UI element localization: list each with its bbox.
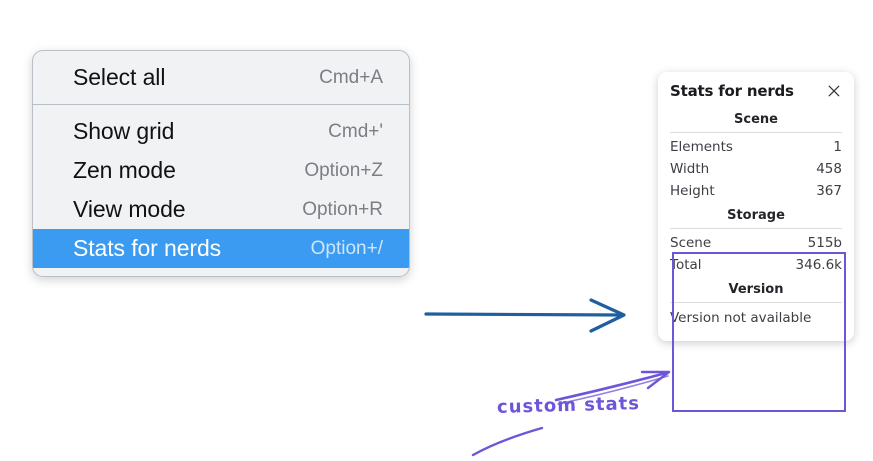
section-divider <box>670 302 842 303</box>
stat-row-storage-scene: Scene 515b <box>670 232 842 254</box>
menu-item-view-mode[interactable]: View mode Option+R <box>33 190 409 229</box>
blue-arrow-icon <box>424 298 626 333</box>
stat-value: 515b <box>807 235 842 251</box>
stat-row-height: Height 367 <box>670 180 842 202</box>
menu-group-2: Show grid Cmd+' Zen mode Option+Z View m… <box>33 112 409 268</box>
version-value: Version not available <box>670 310 812 326</box>
annotation-callout-text: custom stats <box>496 393 641 418</box>
panel-header: Stats for nerds <box>670 82 842 100</box>
menu-item-show-grid[interactable]: Show grid Cmd+' <box>33 112 409 151</box>
stat-row-storage-total: Total 346.6k <box>670 254 842 276</box>
stats-for-nerds-panel: Stats for nerds Scene Elements 1 Width 4… <box>658 72 854 341</box>
stat-label: Width <box>670 161 710 177</box>
menu-item-label: Select all <box>73 64 166 90</box>
menu-item-label: Show grid <box>73 118 175 144</box>
stat-row-elements: Elements 1 <box>670 136 842 158</box>
menu-item-label: View mode <box>73 196 186 222</box>
menu-item-shortcut: Option+/ <box>310 237 383 259</box>
section-heading-scene: Scene <box>734 112 778 127</box>
menu-item-shortcut: Cmd+' <box>328 120 383 142</box>
purple-underline-stroke <box>471 426 544 457</box>
section-divider <box>670 228 842 229</box>
stat-row-width: Width 458 <box>670 158 842 180</box>
context-menu[interactable]: Select all Cmd+A Show grid Cmd+' Zen mod… <box>32 50 410 277</box>
stat-label: Elements <box>670 139 733 155</box>
close-icon[interactable] <box>826 83 842 99</box>
section-divider <box>670 132 842 133</box>
stat-value: 458 <box>816 161 842 177</box>
menu-item-label: Zen mode <box>73 157 176 183</box>
stat-value: 346.6k <box>795 257 842 273</box>
section-heading-version: Version <box>728 282 784 297</box>
menu-item-zen-mode[interactable]: Zen mode Option+Z <box>33 151 409 190</box>
stat-value: 1 <box>833 139 842 155</box>
panel-title: Stats for nerds <box>670 82 794 100</box>
menu-divider <box>33 104 409 105</box>
stat-label: Scene <box>670 235 712 251</box>
menu-group-1: Select all Cmd+A <box>33 58 409 97</box>
menu-item-stats-for-nerds[interactable]: Stats for nerds Option+/ <box>33 229 409 268</box>
section-heading-storage: Storage <box>727 208 785 223</box>
menu-item-shortcut: Cmd+A <box>319 66 383 88</box>
menu-item-shortcut: Option+Z <box>304 159 383 181</box>
stat-value: 367 <box>816 183 842 199</box>
menu-item-label: Stats for nerds <box>73 235 222 261</box>
menu-item-shortcut: Option+R <box>302 198 383 220</box>
stat-label: Height <box>670 183 715 199</box>
menu-item-select-all[interactable]: Select all Cmd+A <box>33 58 409 97</box>
stat-label: Total <box>670 257 702 273</box>
